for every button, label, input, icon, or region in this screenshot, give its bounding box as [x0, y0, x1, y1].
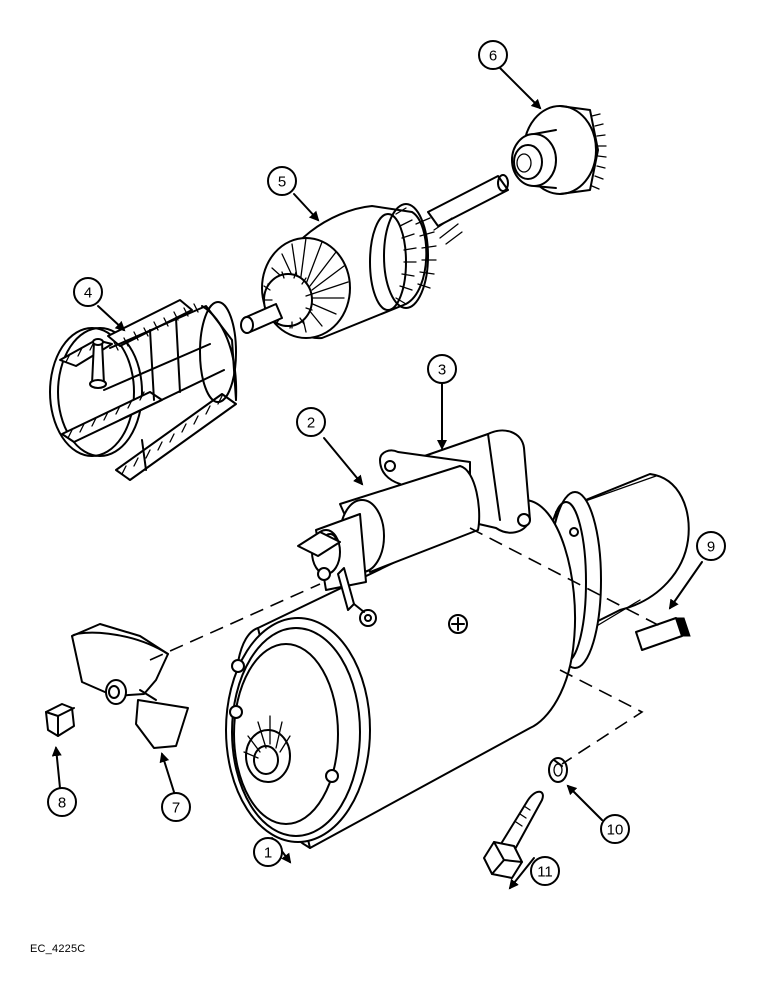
callout-3-label: 3 [438, 362, 446, 379]
callout-2: 2 [296, 407, 326, 437]
starter-housing-part [225, 473, 690, 849]
callout-4-label: 4 [84, 285, 92, 302]
leader-arrows [51, 67, 703, 890]
solenoid-part [297, 465, 481, 627]
callout-8-label: 8 [58, 795, 66, 812]
callout-6-label: 6 [489, 48, 497, 65]
field-coil-part [49, 299, 238, 481]
callout-2-label: 2 [307, 415, 315, 432]
callout-6: 6 [478, 40, 508, 70]
callout-9: 9 [696, 531, 726, 561]
bolt-part [483, 790, 544, 879]
key-part [635, 617, 691, 651]
callout-4: 4 [73, 277, 103, 307]
callout-5: 5 [267, 166, 297, 196]
callout-3: 3 [427, 354, 457, 384]
callout-1-label: 1 [264, 845, 272, 862]
callout-5-label: 5 [278, 174, 286, 191]
callout-10-label: 10 [607, 822, 624, 839]
assembly-lines [149, 527, 661, 765]
callout-1: 1 [253, 837, 283, 867]
drive-pinion-part [511, 105, 607, 195]
armature-part [240, 174, 509, 340]
figure-code: EC_4225C [30, 943, 86, 955]
callout-7-label: 7 [172, 800, 180, 817]
callout-7: 7 [161, 792, 191, 822]
lock-washer-part [548, 757, 568, 783]
nut-part [45, 703, 75, 737]
callout-8: 8 [47, 787, 77, 817]
callout-10: 10 [600, 814, 630, 844]
callout-11: 11 [530, 856, 560, 886]
callout-11-label: 11 [537, 864, 553, 881]
callout-9-label: 9 [707, 539, 715, 556]
end-cover-part [71, 623, 189, 749]
